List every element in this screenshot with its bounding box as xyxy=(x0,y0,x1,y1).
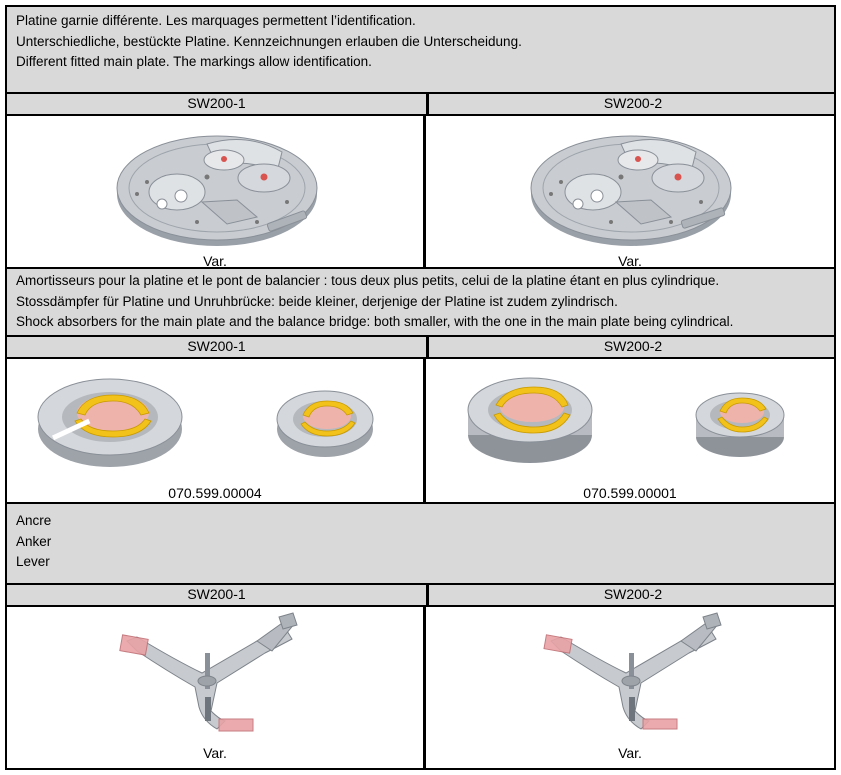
caption-var: Var. xyxy=(203,745,227,761)
image-row-lever: Var. Var. xyxy=(7,607,834,768)
caption-var: Var. xyxy=(618,253,642,269)
header-sw200-2: SW200-2 xyxy=(603,338,663,354)
caption-part-number: 070.599.00004 xyxy=(168,485,262,501)
header-row-lever: SW200-1 SW200-2 xyxy=(7,585,834,607)
description-line-en: Lever xyxy=(16,554,50,569)
description-lever: Ancre Anker Lever xyxy=(7,504,834,585)
description-line-fr: Ancre xyxy=(16,513,52,528)
description-main-plate: Platine garnie différente. Les marquages… xyxy=(7,7,834,94)
cell-shock-absorbers-sw200-1: 070.599.00004 xyxy=(7,359,426,502)
caption-part-number: 070.599.00001 xyxy=(583,485,677,501)
description-line-en: Different fitted main plate. The marking… xyxy=(16,54,372,69)
header-row-shock-absorbers: SW200-1 SW200-2 xyxy=(7,337,834,359)
image-row-shock-absorbers: 070.599.00004 070.599.0000 xyxy=(7,359,834,504)
description-line-fr: Platine garnie différente. Les marquages… xyxy=(16,13,416,28)
cell-main-plate-sw200-1: Var. xyxy=(7,116,426,269)
description-line-de: Anker xyxy=(16,533,52,549)
main-plate-illustration xyxy=(116,135,318,246)
pallet-lever-illustration xyxy=(119,612,298,732)
description-line-fr: Amortisseurs pour la platine et le pont … xyxy=(16,273,720,288)
header-sw200-1: SW200-1 xyxy=(7,94,429,114)
cell-lever-sw200-1: Var. xyxy=(7,607,426,768)
image-row-main-plate: Var. Var. xyxy=(7,116,834,269)
cell-lever-sw200-2: Var. xyxy=(426,607,834,768)
comparison-table: Platine garnie différente. Les marquages… xyxy=(5,5,836,770)
cell-shock-absorbers-sw200-2: 070.599.00001 xyxy=(426,359,834,502)
pallet-lever-illustration xyxy=(543,612,722,730)
header-sw200-2: SW200-2 xyxy=(603,586,663,602)
caption-var: Var. xyxy=(618,745,642,761)
main-plate-illustration xyxy=(530,135,732,246)
description-line-de: Stossdämpfer für Platine und Unruhbrücke… xyxy=(16,293,618,309)
description-line-de: Unterschiedliche, bestückte Platine. Ken… xyxy=(16,33,522,49)
description-line-en: Shock absorbers for the main plate and t… xyxy=(16,314,734,329)
header-sw200-1: SW200-1 xyxy=(7,337,429,357)
cell-main-plate-sw200-2: Var. xyxy=(426,116,834,269)
shock-absorber-illustration xyxy=(37,378,374,467)
header-row-main-plate: SW200-1 SW200-2 xyxy=(7,94,834,116)
header-sw200-1: SW200-1 xyxy=(7,585,429,605)
header-sw200-2: SW200-2 xyxy=(603,95,663,111)
shock-absorber-illustration xyxy=(467,377,785,463)
description-shock-absorbers: Amortisseurs pour la platine et le pont … xyxy=(7,269,834,337)
caption-var: Var. xyxy=(203,253,227,269)
